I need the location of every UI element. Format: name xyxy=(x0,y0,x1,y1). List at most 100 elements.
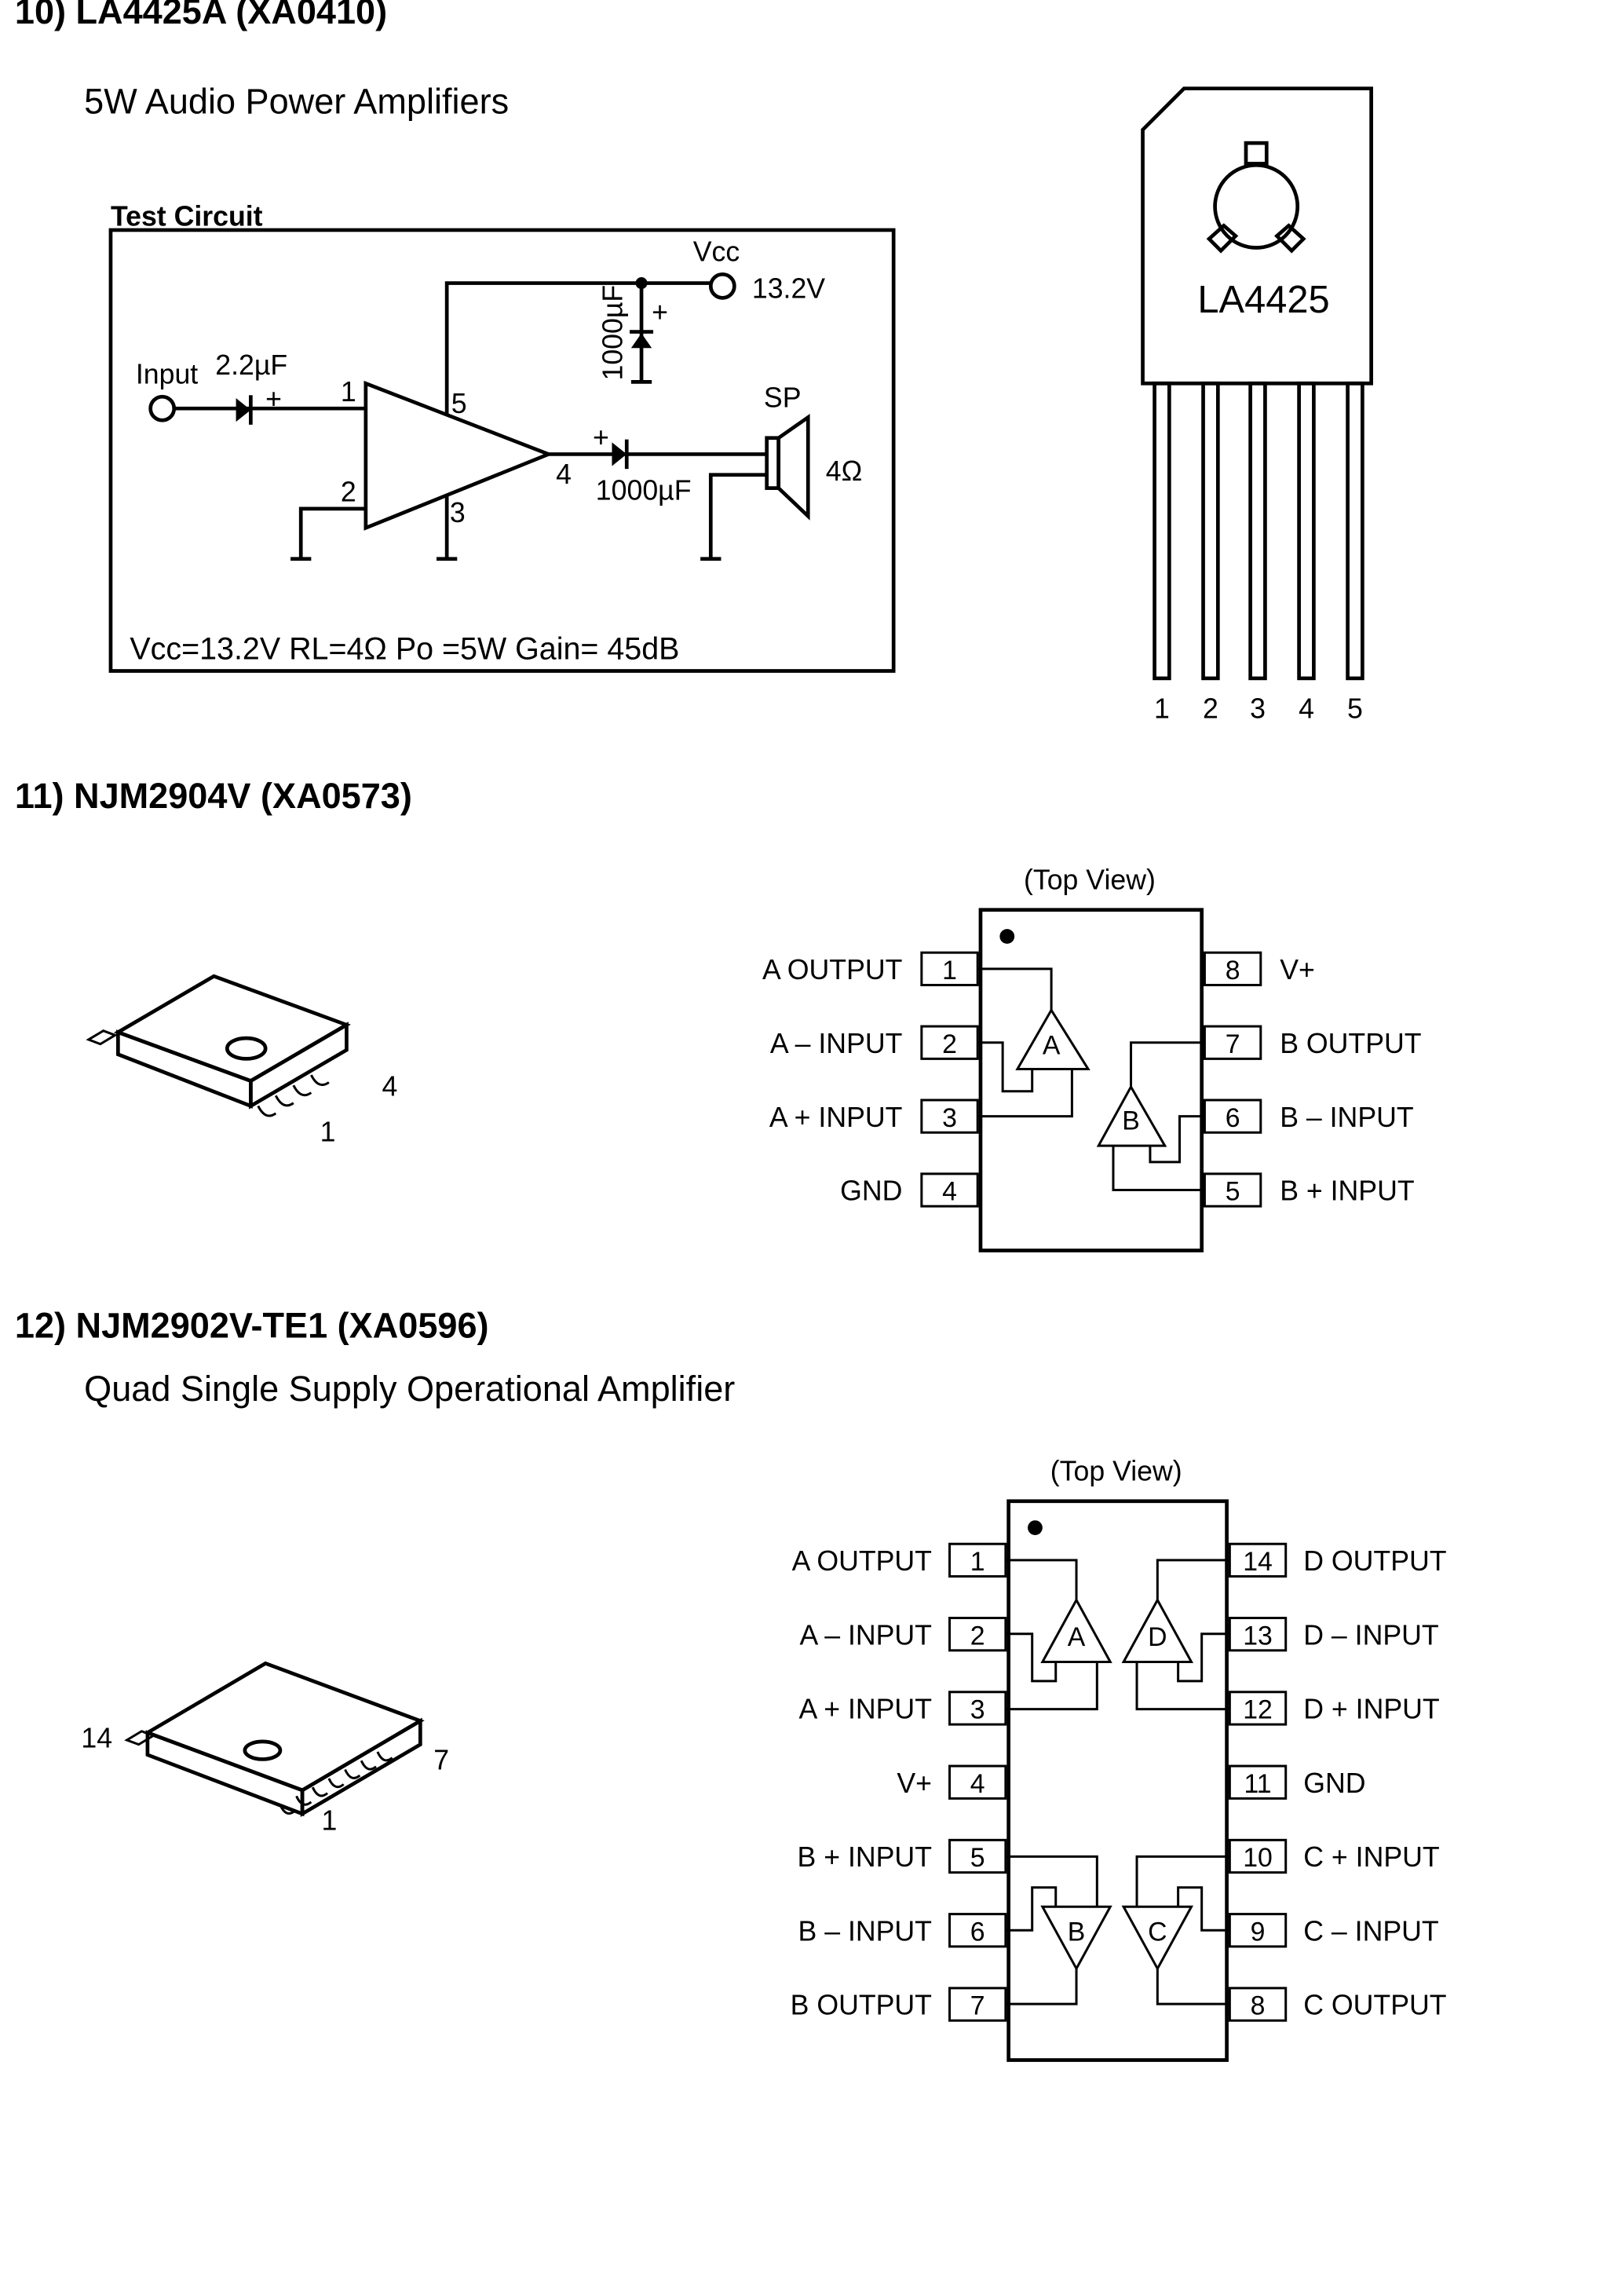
pin-label: 1 xyxy=(322,1805,338,1837)
pin-number: 5 xyxy=(1226,1177,1240,1207)
pin-number: 8 xyxy=(1226,956,1240,985)
pin-number: 6 xyxy=(970,1917,985,1947)
opamp-label: D xyxy=(1148,1622,1167,1652)
pin-label: 4 xyxy=(382,1070,398,1102)
pin-label: 3 xyxy=(450,497,466,528)
pin-label: B + INPUT xyxy=(1280,1175,1414,1207)
test-conditions: Vcc=13.2V RL=4Ω Po =5W Gain= 45dB xyxy=(130,631,679,666)
pin1-dot xyxy=(999,929,1015,944)
package-lead xyxy=(1297,381,1316,681)
pin-label: 7 xyxy=(433,1745,449,1776)
pin-label: C OUTPUT xyxy=(1303,1990,1446,2021)
pin-label: 14 xyxy=(81,1722,112,1753)
pin-label: 1 xyxy=(320,1117,336,1148)
package-pin-number: 4 xyxy=(1299,693,1314,725)
pin-label: B OUTPUT xyxy=(1280,1028,1421,1059)
pin-number: 4 xyxy=(970,1769,985,1799)
pin-number: 10 xyxy=(1243,1843,1273,1873)
test-circuit: Test Circuit Input 2.2µF + 1 2 3 4 5 Vcc… xyxy=(108,200,896,673)
section-10-subtitle: 5W Audio Power Amplifiers xyxy=(84,82,509,122)
pin-label: B – INPUT xyxy=(798,1915,932,1947)
pin-box xyxy=(920,1172,979,1208)
vcc-terminal xyxy=(708,272,736,300)
opamp-a-symbol xyxy=(1040,1597,1112,1663)
output-capacitor-icon xyxy=(612,442,627,466)
pin-number: 5 xyxy=(970,1843,985,1873)
pin-number: 12 xyxy=(1243,1695,1273,1725)
plus-sign: + xyxy=(265,383,282,415)
pin-number: 1 xyxy=(942,956,957,985)
opamp-label: A xyxy=(1068,1622,1086,1652)
opamp-label: B xyxy=(1122,1106,1140,1136)
pin-number: 1 xyxy=(970,1547,985,1577)
pin-number: 4 xyxy=(942,1177,957,1207)
pin-number: 7 xyxy=(970,1991,985,2021)
pin-box xyxy=(1228,1764,1288,1800)
pin1-dot xyxy=(1028,1520,1043,1535)
pin-number: 9 xyxy=(1251,1917,1266,1947)
pin-label: B – INPUT xyxy=(1280,1102,1413,1133)
opamp-label: C xyxy=(1148,1917,1167,1947)
amplifier-symbol xyxy=(363,380,554,531)
supply-cap-label: 1000µF xyxy=(597,285,629,381)
ic-body xyxy=(978,908,1204,1252)
input-label: Input xyxy=(136,358,198,389)
pin-label: 1 xyxy=(341,376,356,408)
pin-label: 2 xyxy=(341,477,356,508)
pin-label: 4 xyxy=(556,459,572,490)
pin-label: A + INPUT xyxy=(798,1694,931,1725)
section-10-heading: 10) LA4425A (XA0410) xyxy=(15,0,387,31)
package-pin-number: 5 xyxy=(1347,693,1363,725)
package-lead xyxy=(1346,381,1364,681)
opamp-label: B xyxy=(1068,1917,1086,1947)
pin-box xyxy=(948,1764,1007,1800)
opamp-c-symbol xyxy=(1121,1905,1194,1972)
opamp-b-symbol xyxy=(1040,1905,1112,1972)
output-cap-label: 1000µF xyxy=(596,475,692,506)
top-view-label: (Top View) xyxy=(1024,864,1156,895)
njm2902-top-view: (Top View) 1 A OUTPUT 2 A – INPUT 3 A + INPUT… xyxy=(791,1455,1447,2062)
plus-sign: + xyxy=(652,296,668,327)
package-lead xyxy=(1153,381,1171,681)
pin-label: B + INPUT xyxy=(798,1841,932,1873)
section-12-heading: 12) NJM2902V-TE1 (XA0596) xyxy=(15,1305,489,1345)
pin-label: GND xyxy=(840,1175,902,1207)
pin-label: 5 xyxy=(451,388,467,419)
vcc-label: Vcc xyxy=(693,236,740,267)
pin-number: 8 xyxy=(1251,1991,1266,2021)
speaker-impedance: 4Ω xyxy=(826,455,863,487)
pin-number: 3 xyxy=(942,1103,957,1133)
package-pin-number: 2 xyxy=(1203,693,1218,725)
pin-number: 6 xyxy=(1226,1103,1240,1133)
njm2904-package-drawing: 4 1 xyxy=(86,974,398,1148)
speaker-label: SP xyxy=(764,382,802,413)
pin-label: C – INPUT xyxy=(1303,1915,1438,1947)
njm2902-package-drawing: 14 7 1 xyxy=(81,1661,449,1837)
pin-label: GND xyxy=(1303,1768,1365,1799)
pin-label: A OUTPUT xyxy=(792,1545,932,1577)
package-lead xyxy=(1248,381,1267,681)
vcc-value: 13.2V xyxy=(752,272,825,304)
pin-number: 2 xyxy=(942,1029,957,1059)
input-cap-label: 2.2µF xyxy=(215,349,287,381)
top-view-label: (Top View) xyxy=(1050,1455,1182,1486)
pin-label: D OUTPUT xyxy=(1303,1545,1446,1577)
pin-label: C + INPUT xyxy=(1303,1841,1439,1873)
pin-number: 14 xyxy=(1243,1547,1273,1577)
opamp-a-symbol xyxy=(1015,1007,1090,1071)
supply-capacitor-icon xyxy=(630,333,652,349)
pin-number: 7 xyxy=(1226,1029,1240,1059)
ic-body xyxy=(1006,1499,1229,2062)
pin-label: B OUTPUT xyxy=(791,1990,932,2021)
pin-label: A – INPUT xyxy=(770,1028,903,1059)
section-12-subtitle: Quad Single Supply Operational Amplifier xyxy=(84,1369,735,1409)
pin-number: 3 xyxy=(970,1695,985,1725)
pin-label: A – INPUT xyxy=(799,1619,932,1651)
pin-label: A OUTPUT xyxy=(762,954,902,985)
pin-number: 2 xyxy=(970,1621,985,1651)
pin-number: 13 xyxy=(1243,1621,1273,1651)
opamp-b-symbol xyxy=(1096,1084,1167,1147)
